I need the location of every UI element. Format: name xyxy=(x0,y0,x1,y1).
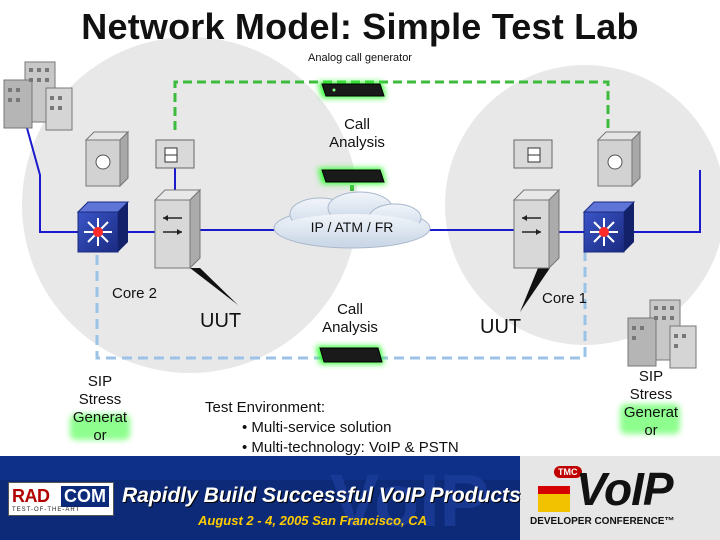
tmc-logo: TMC xyxy=(554,466,582,478)
core-right-label: Core 1 xyxy=(542,290,588,307)
call-analysis-mid-icon xyxy=(316,346,384,364)
core-left-label: Core 2 xyxy=(112,285,158,302)
analog-generator-label: Analog call generator xyxy=(308,52,412,64)
router-left-icon xyxy=(153,188,202,270)
uut-left-wedge xyxy=(190,268,238,305)
call-analysis-top-label: Call Analysis xyxy=(329,116,385,151)
event-banner: VoIP xyxy=(0,456,720,540)
banner-decoration: VoIP xyxy=(0,456,720,540)
test-environment-block: Test Environment: • Multi-service soluti… xyxy=(205,398,459,458)
page-title: Network Model: Simple Test Lab xyxy=(81,6,639,47)
call-analysis-mid-label: Call Analysis xyxy=(322,301,378,336)
link-building-left xyxy=(21,109,78,233)
sip-right-glow xyxy=(620,404,680,434)
switch-left-icon xyxy=(76,201,130,253)
analog-generator-icon xyxy=(318,82,386,98)
right-site-circle xyxy=(445,65,720,345)
uut-right-label: UUT xyxy=(480,316,522,338)
sip-left-glow xyxy=(70,414,130,440)
radcom-logo: RAD COM TEST-OF-THE-ART xyxy=(8,482,114,516)
voip-logo: VoIP xyxy=(576,463,674,515)
building-right-icon xyxy=(627,299,697,369)
switch-right-icon xyxy=(582,201,636,253)
banner-dates: August 2 - 4, 2005 San Francisco, CA xyxy=(198,513,428,528)
sip-right-label: SIP Stress Generat or xyxy=(623,368,679,439)
test-environment-title: Test Environment: xyxy=(205,399,326,416)
cloud-icon xyxy=(273,191,431,249)
banner-headline: Rapidly Build Successful VoIP Products xyxy=(122,484,521,507)
call-analysis-top-icon xyxy=(318,168,386,184)
test-environment-item: • Multi-technology: VoIP & PSTN xyxy=(242,439,459,456)
sip-path xyxy=(95,250,587,360)
developer-conference-label: DEVELOPER CONFERENCE™ xyxy=(530,516,675,527)
phone-right-icon xyxy=(513,139,553,169)
uut-right-wedge xyxy=(520,268,550,312)
link-switch-edge-right xyxy=(632,170,701,233)
cloud-label: IP / ATM / FR xyxy=(310,219,394,235)
router-right-icon xyxy=(512,188,561,270)
test-environment-item: • Multi-service solution xyxy=(242,419,392,436)
sip-left-label: SIP Stress Generat or xyxy=(72,373,128,444)
building-left-icon xyxy=(3,61,73,131)
pbx-left-icon xyxy=(84,130,130,188)
phone-left-icon xyxy=(155,139,195,169)
uut-left-label: UUT xyxy=(200,310,242,332)
pbx-right-icon xyxy=(596,130,642,188)
svg-text:VoIP: VoIP xyxy=(330,459,489,540)
